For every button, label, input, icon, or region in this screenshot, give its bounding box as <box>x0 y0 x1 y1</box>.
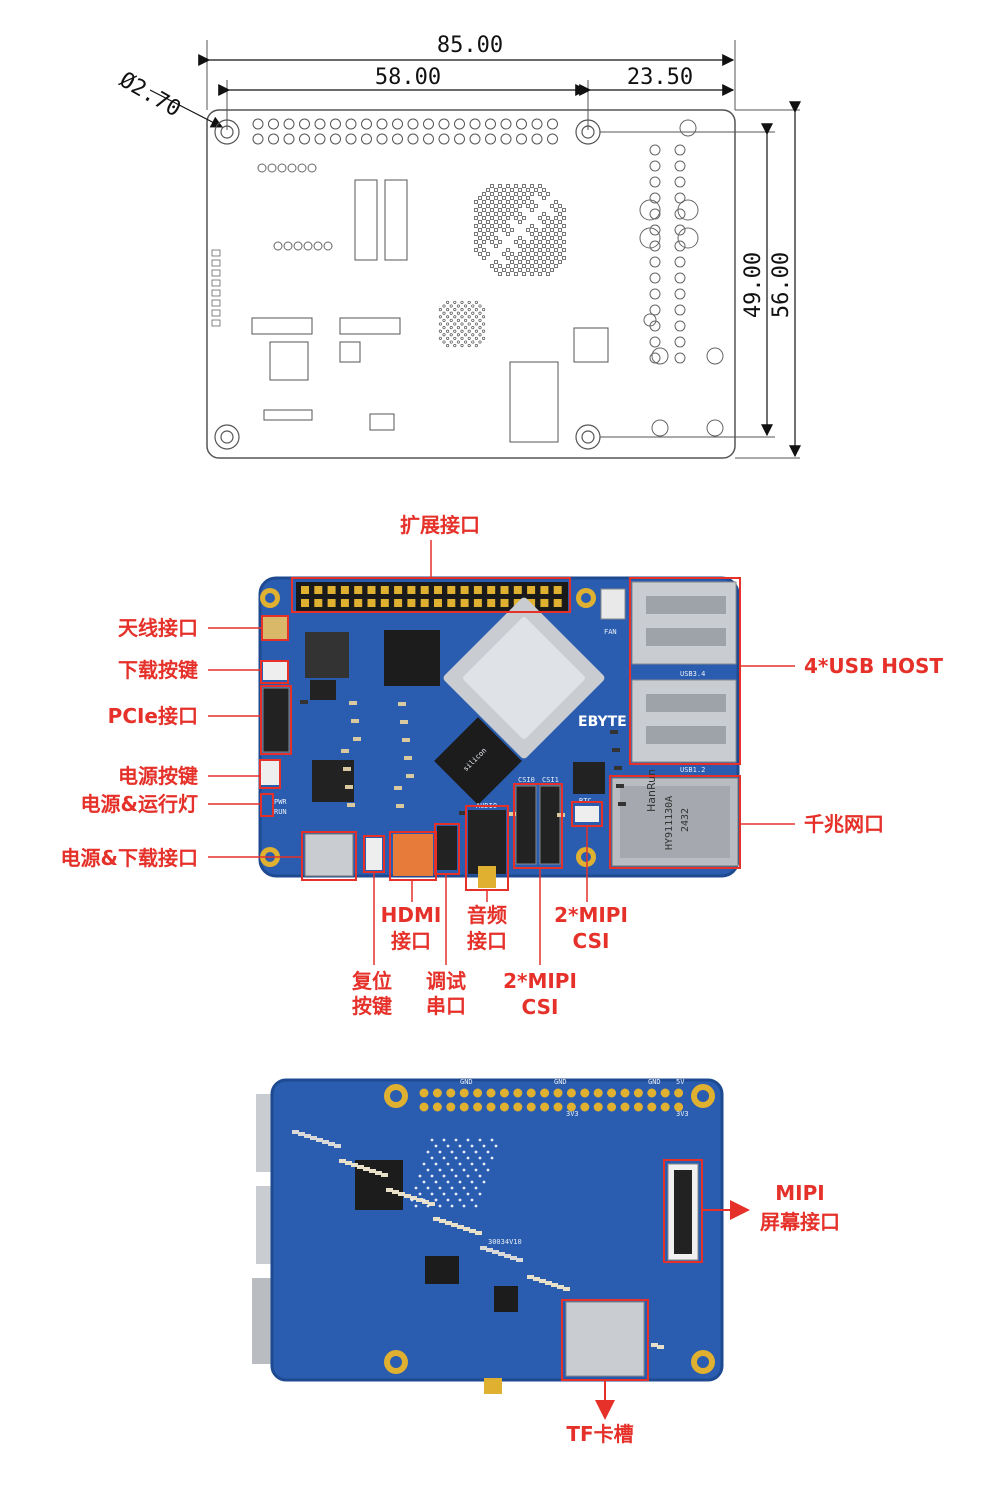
highlight-boxes <box>259 577 741 891</box>
label-power-button: 电源按键 <box>118 764 198 788</box>
dim-height-total: 56.00 <box>769 252 794 318</box>
label-pcie: PCIe接口 <box>108 704 198 728</box>
rtc-connector <box>575 806 599 822</box>
usb-c-port <box>304 833 354 877</box>
tf-card-slot <box>565 1301 645 1377</box>
pwr-silk: PWR <box>274 798 287 806</box>
eth-model: HY911130A <box>664 796 675 850</box>
gnd-silk-2: GND <box>554 1078 567 1086</box>
run-silk: RUN <box>274 808 287 816</box>
label-mipi-display-1: MIPI <box>775 1181 824 1205</box>
label-power-run-led: 电源&运行灯 <box>81 792 198 816</box>
label-reset-2: 按键 <box>352 994 392 1018</box>
reset-button <box>366 838 382 870</box>
csi0-silk: CSI0 <box>518 776 535 784</box>
mounting-holes <box>214 119 601 450</box>
power-button <box>261 761 279 785</box>
leader-lines <box>208 540 795 965</box>
wifi-chip <box>305 632 349 678</box>
usb-bottom-silk: USB1.2 <box>680 766 705 774</box>
label-antenna: 天线接口 <box>118 616 198 640</box>
top-mount-holes <box>260 588 596 867</box>
dim-hole-diameter: Ø2.70 <box>115 68 185 123</box>
gnd-silk-3: GND <box>648 1078 661 1086</box>
dim-hole-vertical: 49.00 <box>741 252 766 318</box>
usb-top <box>631 581 737 665</box>
bottom-header-pads <box>419 1088 684 1112</box>
csi1-silk: CSI1 <box>542 776 559 784</box>
bottom-pcb <box>272 1080 722 1380</box>
label-usb-host: 4*USB HOST <box>804 654 943 678</box>
label-mipi-csi-a-2: CSI <box>573 929 610 953</box>
debug-uart <box>437 826 457 870</box>
bottom-smd-parts <box>292 1130 664 1349</box>
label-tf-slot: TF卡槽 <box>566 1422 633 1446</box>
dim-hole-span: 58.00 <box>375 65 441 90</box>
label-mipi-csi-b-2: CSI <box>522 995 559 1019</box>
hdmi-port <box>393 834 433 876</box>
label-mipi-csi-b-1: 2*MIPI <box>503 969 577 993</box>
mechanical-drawing: 85.00 58.00 23.50 Ø2.70 49.00 56.00 <box>115 33 801 459</box>
brand-logo: EBYTE <box>578 714 627 730</box>
3v3-silk-1: 3V3 <box>566 1110 579 1118</box>
antenna-connector <box>263 617 287 641</box>
download-button <box>263 662 287 680</box>
csi1-connector <box>539 785 561 865</box>
label-audio-1: 音频 <box>467 903 507 927</box>
label-hdmi-1: HDMI <box>381 903 442 927</box>
fan-connector <box>600 588 626 620</box>
label-download-button: 下载按键 <box>118 658 198 682</box>
dim-width-total: 85.00 <box>437 33 503 58</box>
top-view: silicon EBYTE USB3.4 USB1.2 HanRun HY911… <box>61 513 944 1019</box>
eth-code: 2432 <box>680 808 691 832</box>
header-pin-outline <box>252 118 558 145</box>
fan-silk: FAN <box>604 628 617 636</box>
gnd-silk-1: GND <box>460 1078 473 1086</box>
label-reset-1: 复位 <box>351 969 392 993</box>
component-footprints <box>211 119 724 443</box>
label-power-download-port: 电源&下载接口 <box>61 846 198 870</box>
label-hdmi-2: 接口 <box>391 929 431 953</box>
label-mipi-display-2: 屏幕接口 <box>760 1210 840 1234</box>
usb-bottom <box>631 679 737 763</box>
label-ethernet: 千兆网口 <box>804 812 884 836</box>
board-id: 30034V10 <box>488 1238 522 1246</box>
dim-hole-to-edge: 23.50 <box>627 65 693 90</box>
board-outline <box>206 109 736 459</box>
label-audio-2: 接口 <box>467 929 507 953</box>
label-debug-2: 串口 <box>426 994 466 1018</box>
3v3-silk-2: 3V3 <box>676 1110 689 1118</box>
5v-silk: 5V <box>676 1078 685 1086</box>
label-mipi-csi-a-1: 2*MIPI <box>554 903 628 927</box>
eth-brand: HanRun <box>645 769 658 812</box>
label-debug-1: 调试 <box>426 969 466 993</box>
bottom-mount-holes <box>384 1084 715 1374</box>
emmc-chip <box>434 717 522 805</box>
ram-chip <box>384 630 440 686</box>
csi0-connector <box>515 785 537 865</box>
bottom-view: GND GND GND 5V 3V3 3V3 30034V10 MIPI 屏幕接… <box>252 1078 840 1446</box>
label-expansion: 扩展接口 <box>400 513 480 537</box>
usb-top-silk: USB3.4 <box>680 670 705 678</box>
pcie-connector <box>262 687 290 753</box>
header-pins <box>301 586 562 607</box>
audio-jack <box>468 810 506 874</box>
soc-footprint <box>438 184 566 348</box>
